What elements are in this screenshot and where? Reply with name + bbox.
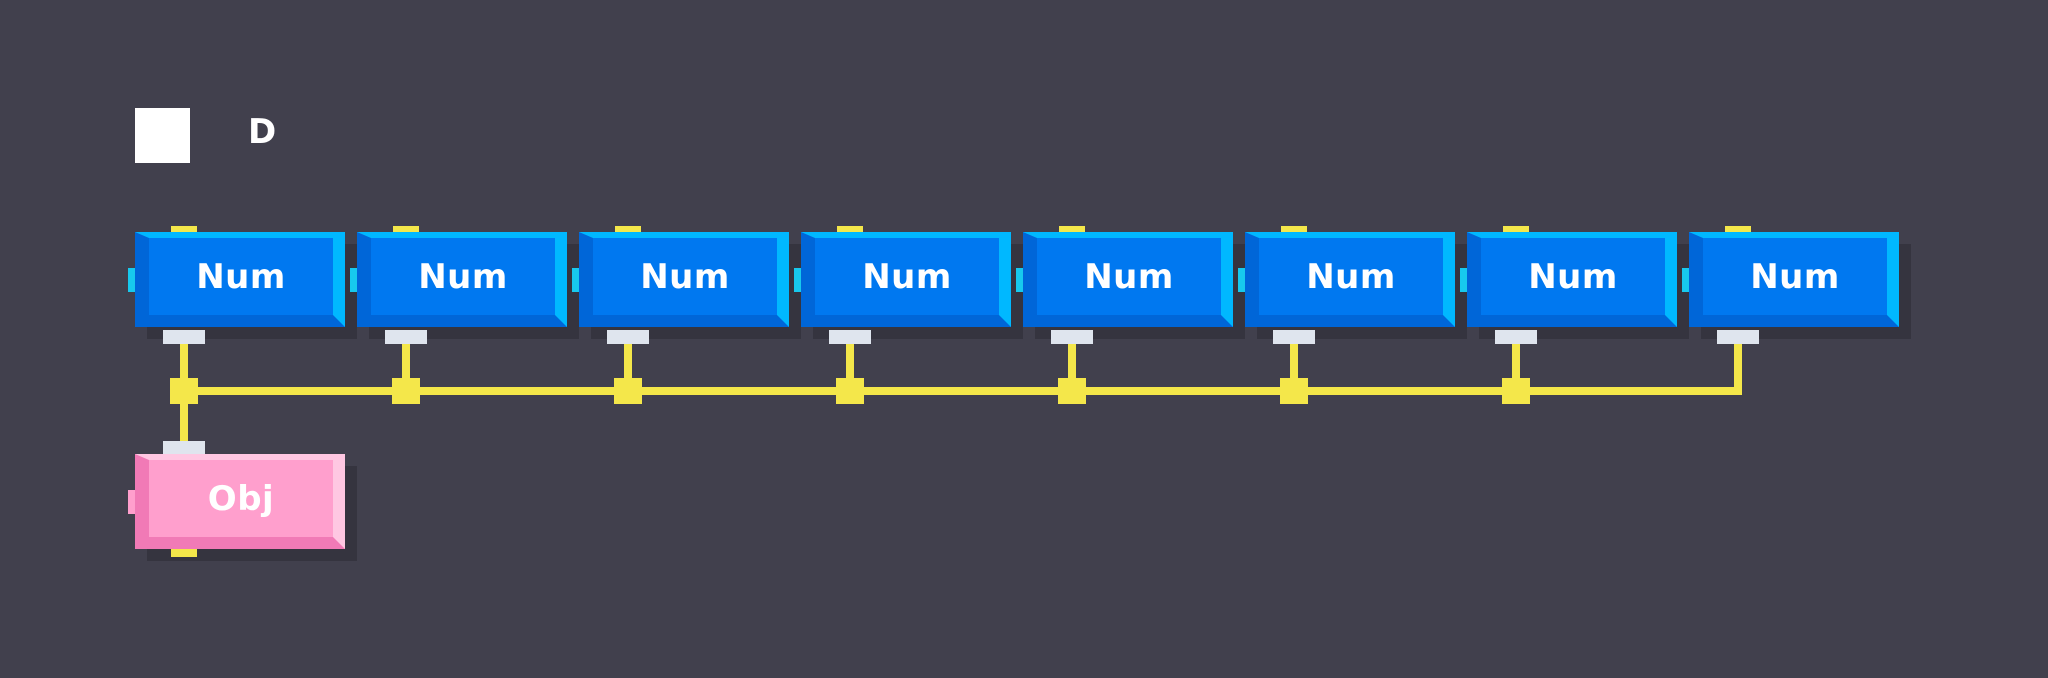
num-block-label: Num [862,256,952,297]
obj-block[interactable]: Obj [135,454,345,549]
obj-block-label: Obj [207,478,275,519]
num-block[interactable]: Num [579,232,789,327]
num-block[interactable]: Num [1245,232,1455,327]
flow-in-port[interactable] [1503,226,1529,234]
data-in-port[interactable] [163,441,205,455]
num-block-label: Num [1528,256,1618,297]
data-out-port[interactable] [829,330,871,344]
legend-label: D [248,112,277,152]
flow-in-port[interactable] [1281,226,1307,234]
wire-junction [1280,378,1308,404]
wire-junction [836,378,864,404]
wire-junction [614,378,642,404]
num-block[interactable]: Num [357,232,567,327]
num-block[interactable]: Num [1689,232,1899,327]
side-port[interactable] [1016,268,1023,292]
wire-num-1 [180,342,1742,395]
flow-in-port[interactable] [1059,226,1085,234]
flow-in-port[interactable] [1725,226,1751,234]
flow-in-port[interactable] [837,226,863,234]
data-out-port[interactable] [1051,330,1093,344]
legend-swatch [135,108,190,163]
data-out-port[interactable] [163,330,205,344]
num-block-label: Num [1750,256,1840,297]
data-out-port[interactable] [607,330,649,344]
flow-out-port[interactable] [171,549,197,557]
data-out-port[interactable] [1717,330,1759,344]
wire-junction [1058,378,1086,404]
num-block-label: Num [640,256,730,297]
num-block-label: Num [418,256,508,297]
num-block-label: Num [1084,256,1174,297]
wire-junction [392,378,420,404]
data-out-port[interactable] [1495,330,1537,344]
side-port[interactable] [350,268,357,292]
data-out-port[interactable] [1273,330,1315,344]
num-block[interactable]: Num [135,232,345,327]
num-block[interactable]: Num [801,232,1011,327]
side-port[interactable] [128,490,135,514]
flow-in-port[interactable] [171,226,197,234]
side-port[interactable] [572,268,579,292]
side-port[interactable] [1238,268,1245,292]
flow-in-port[interactable] [393,226,419,234]
num-block-label: Num [1306,256,1396,297]
num-block-label: Num [196,256,286,297]
side-port[interactable] [1460,268,1467,292]
num-block[interactable]: Num [1467,232,1677,327]
wire-junction [170,378,198,404]
side-port[interactable] [1682,268,1689,292]
num-block[interactable]: Num [1023,232,1233,327]
side-port[interactable] [794,268,801,292]
wire-junction [1502,378,1530,404]
data-out-port[interactable] [385,330,427,344]
side-port[interactable] [128,268,135,292]
flow-in-port[interactable] [615,226,641,234]
